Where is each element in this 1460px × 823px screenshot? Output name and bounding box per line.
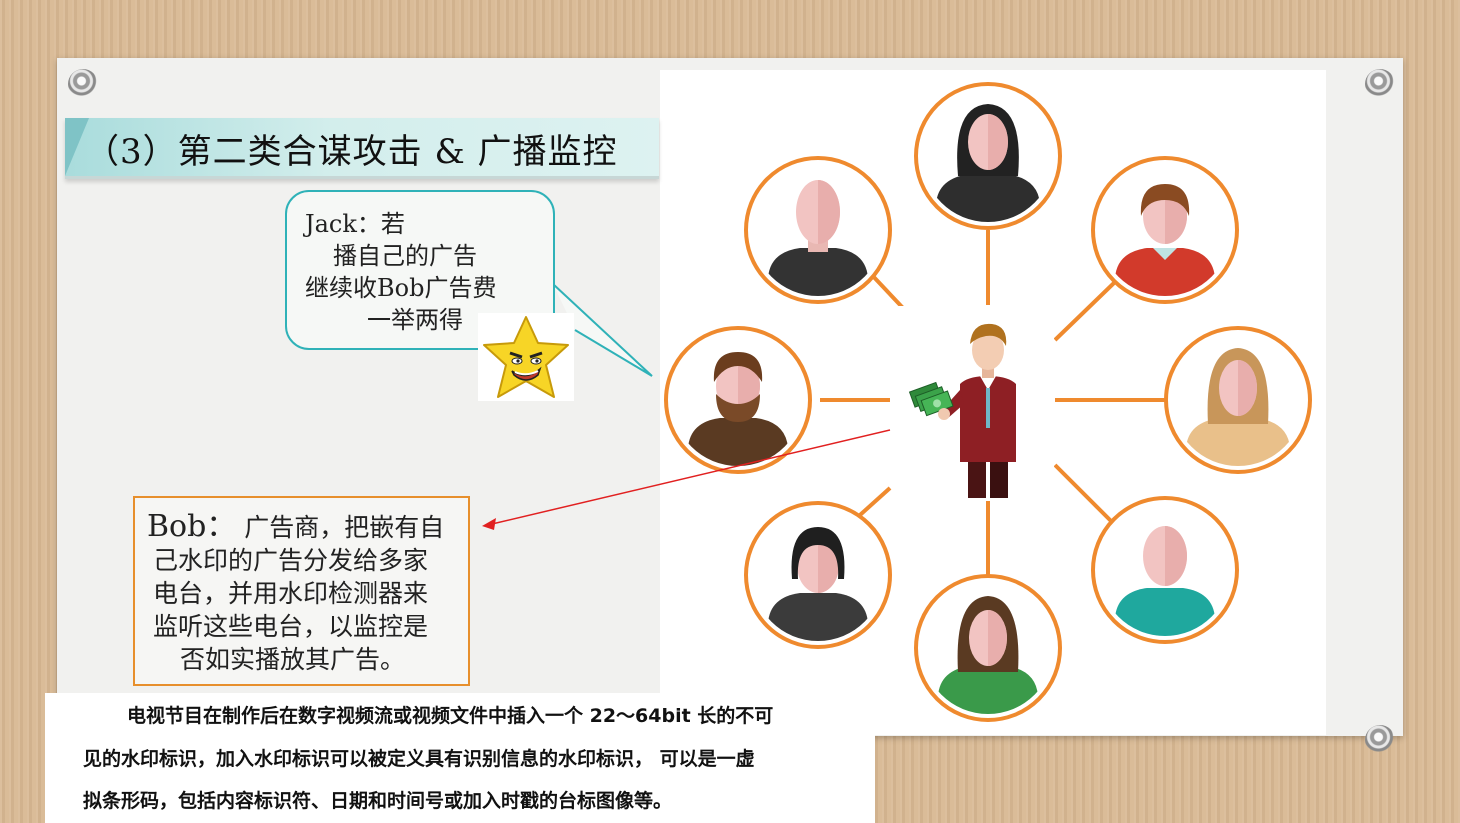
footnote-line-1: 电视节目在制作后在数字视频流或视频文件中插入一个 22～64bit 长的不可	[127, 705, 774, 727]
bob-line-4: 监听这些电台，以监控是	[153, 612, 429, 641]
speech-bubble: Jack：若 播自己的广告 继续收Bob广告费 一举两得	[285, 190, 555, 350]
pushpin-top-right-icon	[1365, 69, 1395, 99]
bob-line-3: 电台，并用水印检测器来	[153, 579, 429, 608]
slide-title-bar: （3）第二类合谋攻击 & 广播监控	[65, 118, 659, 179]
bubble-line-1: Jack：若	[305, 210, 405, 238]
footnote-line-3: 拟条形码，包括内容标识符、日期和时间号或加入时戳的台标图像等。	[83, 790, 673, 812]
network-illustration	[660, 70, 1326, 735]
bubble-line-3: 继续收Bob广告费	[305, 274, 497, 302]
businessman-icon	[908, 323, 1016, 498]
bob-description-box: Bob： 广告商，把嵌有自 己水印的广告分发给多家 电台，并用水印检测器来 监听…	[133, 496, 470, 686]
person-node-icon	[664, 82, 1312, 722]
smirking-star-icon	[478, 313, 574, 401]
bob-line-5: 否如实播放其广告。	[180, 645, 406, 674]
bubble-line-2: 播自己的广告	[333, 242, 477, 270]
footnote-panel: 电视节目在制作后在数字视频流或视频文件中插入一个 22～64bit 长的不可 见…	[45, 693, 875, 823]
bob-line-1: 广告商，把嵌有自	[244, 513, 445, 542]
bob-name: Bob：	[147, 509, 237, 544]
bubble-line-4: 一举两得	[367, 306, 463, 334]
slide-title: （3）第二类合谋攻击 & 广播监控	[85, 132, 618, 172]
pushpin-bottom-right-icon	[1365, 725, 1395, 755]
pushpin-top-left-icon	[68, 69, 98, 99]
footnote-line-2: 见的水印标识，加入水印标识可以被定义具有识别信息的水印标识， 可以是一虚	[83, 748, 755, 770]
bob-line-2: 己水印的广告分发给多家	[153, 546, 429, 575]
